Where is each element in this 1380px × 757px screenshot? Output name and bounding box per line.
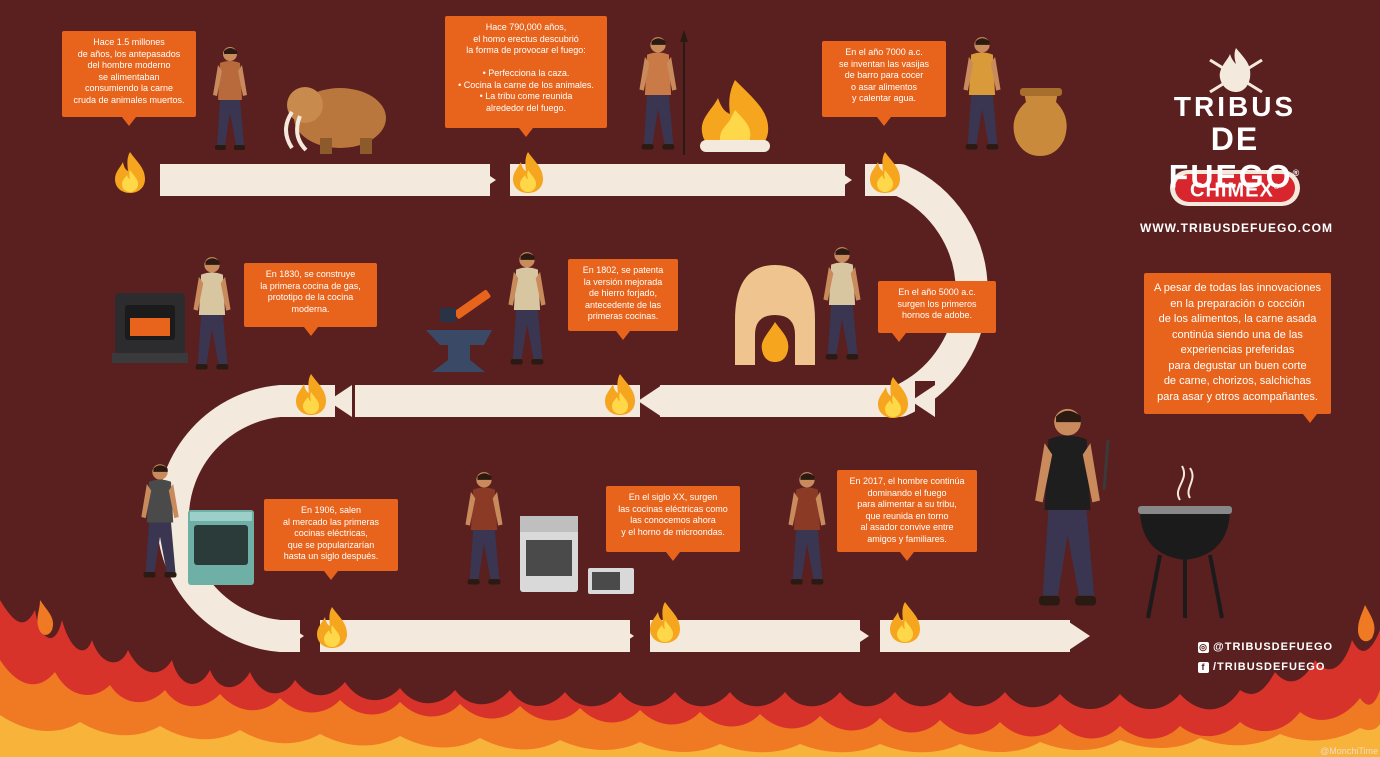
website-url[interactable]: WWW.TRIBUSDEFUEGO.COM xyxy=(1140,221,1333,235)
brand-title-line2: DE FUEGO® xyxy=(1150,122,1320,194)
modern-range-icon xyxy=(520,516,578,592)
timeline-event-1802: En 1802, se patenta la versión mejorada … xyxy=(568,259,678,340)
homo-erectus-illustration xyxy=(639,30,688,155)
timeline-flame-icon xyxy=(317,607,347,648)
timeline-flame-icon xyxy=(513,152,543,193)
wood-stove-icon xyxy=(112,293,188,363)
facebook-icon: f xyxy=(1198,661,1209,673)
early-hominid-illustration xyxy=(213,47,247,150)
logo-badge-shape xyxy=(1170,170,1300,206)
brand-title-line2-text: DE FUEGO xyxy=(1168,121,1293,195)
timeline-road xyxy=(156,164,1070,652)
logo-flame-icon xyxy=(1209,48,1263,94)
brand-title-line1: TRIBUS xyxy=(1173,91,1297,122)
timeline-flame-icon xyxy=(605,374,635,415)
chimex-badge-text: CHIMEX xyxy=(1190,179,1274,202)
timeline-event-1.5-million-years: Hace 1.5 millones de años, los antepasad… xyxy=(62,31,196,126)
instagram-handle-text: @TRIBUSDEFUEGO xyxy=(1213,641,1334,653)
facebook-handle-text: /TRIBUSDEFUEGO xyxy=(1213,661,1326,673)
timeline-event-7000-bc: En el año 7000 a.c. se inventan las vasi… xyxy=(822,41,946,126)
badge-registered-mark: ® xyxy=(1273,184,1280,191)
timeline-flame-icon xyxy=(650,602,680,643)
caveman-with-vessel-illustration xyxy=(963,37,1001,150)
timeline-event-2017: En 2017, el hombre continúa dominando el… xyxy=(837,470,977,561)
instagram-handle[interactable]: ◎ @TRIBUSDEFUEGO xyxy=(1198,641,1333,653)
campfire-icon xyxy=(700,80,770,152)
mammoth-icon xyxy=(284,87,386,154)
gas-stove-era-man-illustration xyxy=(193,257,231,370)
present-day-man-illustration xyxy=(788,472,826,585)
villager-illustration xyxy=(823,247,861,360)
blacksmith-illustration xyxy=(508,252,546,365)
timeline-event-20th-century: En el siglo XX, surgen las cocinas eléct… xyxy=(606,486,740,561)
clay-pot-icon xyxy=(1013,88,1067,156)
timeline-event-1830: En 1830, se construye la primera cocina … xyxy=(244,263,377,336)
kettle-grill-icon xyxy=(1138,465,1232,619)
timeline-flame-icon xyxy=(870,152,900,193)
adobe-oven-icon xyxy=(735,265,815,365)
timeline-flame-icon xyxy=(115,152,145,193)
timeline-event-1906: En 1906, salen al mercado las primeras c… xyxy=(264,499,398,580)
anvil-icon xyxy=(426,290,492,372)
grill-master-illustration xyxy=(1035,408,1110,606)
registered-mark: ® xyxy=(1292,168,1302,178)
electric-stove-icon xyxy=(188,510,254,585)
timeline-event-5000-bc: En el año 5000 a.c. surgen los primeros … xyxy=(878,281,996,342)
instagram-icon: ◎ xyxy=(1198,641,1209,653)
artist-credit: @MonchiTime xyxy=(1320,746,1378,756)
fire-border-decoration xyxy=(0,600,1380,757)
facebook-handle[interactable]: f /TRIBUSDEFUEGO xyxy=(1198,661,1325,673)
chimex-badge: CHIMEX® xyxy=(1175,174,1295,202)
brand-title: TRIBUS DE FUEGO® xyxy=(1150,92,1320,194)
timeline-flame-icon xyxy=(890,602,920,643)
closing-message: A pesar de todas las innovaciones en la … xyxy=(1144,273,1331,423)
modern-man-illustration xyxy=(465,472,503,585)
timeline-event-790000-years: Hace 790,000 años, el homo erectus descu… xyxy=(445,16,607,137)
microwave-icon xyxy=(588,568,634,594)
timeline-flame-icon xyxy=(296,374,326,415)
